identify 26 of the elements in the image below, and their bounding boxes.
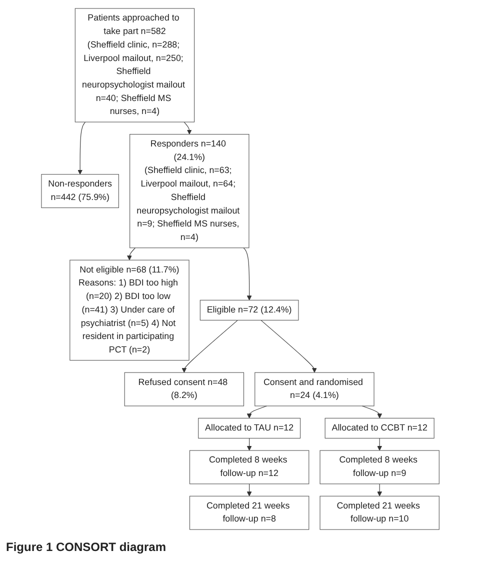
node-box: Completed 8 weeks follow-up n=9 — [320, 450, 440, 484]
arrow — [362, 406, 382, 418]
arrow — [377, 484, 382, 496]
node-box: Refused consent n=48 (8.2%) — [124, 372, 244, 406]
arrow — [243, 248, 252, 300]
arrow — [247, 438, 252, 451]
arrow — [78, 122, 86, 175]
node-box: Eligible n=72 (12.4%) — [200, 300, 299, 320]
node-box: Not eligible n=68 (11.7%) Reasons: 1) BDI too high (n=20) 2) BDI too low (n=41) 3) Under care of psychiatrist (n=5) 4) Not resident in participating PCT (n=2) — [70, 260, 190, 361]
figure-caption: Figure 1 CONSORT diagram — [6, 540, 166, 554]
arrow — [247, 484, 252, 496]
arrow — [260, 320, 318, 373]
node-box: Allocated to CCBT n=12 — [325, 418, 435, 439]
arrow — [127, 248, 136, 260]
node-box: Patients approached to take part n=582 (Sheffield clinic, n=288; Liverpool mailout, n=250; Sheffield neuropsychologist mailout n=40; Sheffield MS nurses, n=4) — [75, 8, 195, 122]
arrow — [247, 406, 268, 418]
node-box: Consent and randomised n=24 (4.1%) — [254, 372, 374, 406]
node-box: Allocated to TAU n=12 — [198, 418, 301, 439]
node-box: Completed 21 weeks follow-up n=10 — [320, 496, 440, 530]
node-box: Non-responders n=442 (75.9%) — [41, 174, 120, 208]
node-box: Completed 21 weeks follow-up n=8 — [190, 496, 310, 530]
node-box: Completed 8 weeks follow-up n=12 — [190, 450, 310, 484]
arrow — [182, 320, 238, 373]
arrow — [184, 122, 192, 134]
node-box: Responders n=140 (24.1%) (Sheffield clinic, n=63; Liverpool mailout, n=64; Sheffield neuropsychologist mailout n=9; Sheffield MS nurses, n=4) — [130, 134, 250, 248]
arrow — [377, 438, 382, 451]
